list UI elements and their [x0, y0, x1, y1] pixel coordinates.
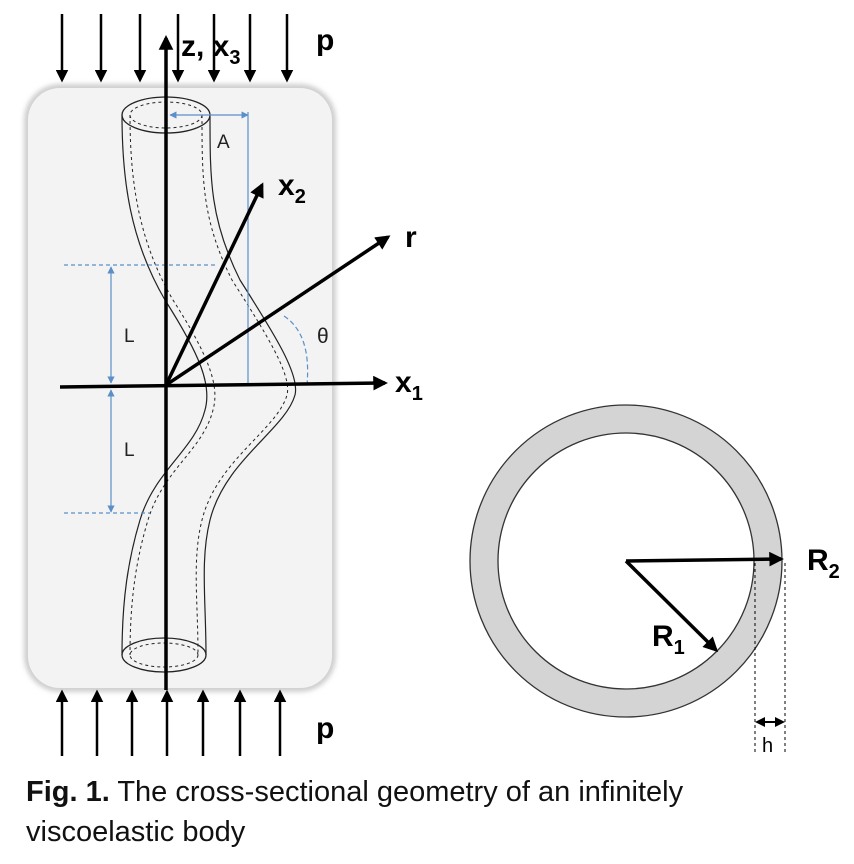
- tube-left-inner: [129, 114, 216, 656]
- tube-right-wall: [203, 114, 297, 656]
- tube-bottom-end-inner: [129, 642, 199, 668]
- pressure-arrows-bottom: [55, 689, 287, 756]
- z-axis-label: z, x3: [181, 30, 240, 69]
- pressure-arrows-top: [55, 14, 294, 83]
- inner-radius-arrow: [624, 559, 719, 653]
- caption-text: The cross-sectional geometry of an infin…: [26, 776, 684, 848]
- coordinate-axes: [59, 35, 391, 690]
- figure-number: Fig. 1.: [26, 776, 110, 808]
- x2-axis: [164, 182, 264, 386]
- thickness-label: h: [762, 735, 773, 757]
- amplitude-label: A: [217, 132, 230, 153]
- x1-axis-label: x1: [395, 366, 423, 405]
- pressure-label-top: p: [316, 24, 334, 57]
- x2-axis-label: x2: [278, 169, 306, 208]
- r-axis: [165, 235, 391, 387]
- upper-wavelength-label: L: [124, 326, 135, 347]
- figure-caption: Fig. 1. The cross-sectional geometry of …: [26, 772, 826, 852]
- cross-section-ring: [469, 404, 786, 752]
- inner-radius-label: R1: [652, 620, 685, 659]
- viscoelastic-body: [28, 88, 332, 688]
- pressure-label-bottom: p: [316, 712, 334, 745]
- tube-left-wall: [121, 114, 208, 656]
- figure-diagram: p p A L L θ z, x3: [24, 14, 840, 757]
- theta-label: θ: [317, 325, 329, 348]
- lower-wavelength-label: L: [124, 440, 135, 461]
- dimension-lines: [64, 111, 309, 514]
- x1-axis: [59, 375, 388, 391]
- tube-bottom-end: [121, 637, 207, 673]
- outer-radius-arrow: [625, 551, 784, 567]
- theta-arc: [283, 315, 309, 386]
- outer-radius-label: R2: [807, 544, 840, 583]
- r-axis-label: r: [405, 221, 417, 254]
